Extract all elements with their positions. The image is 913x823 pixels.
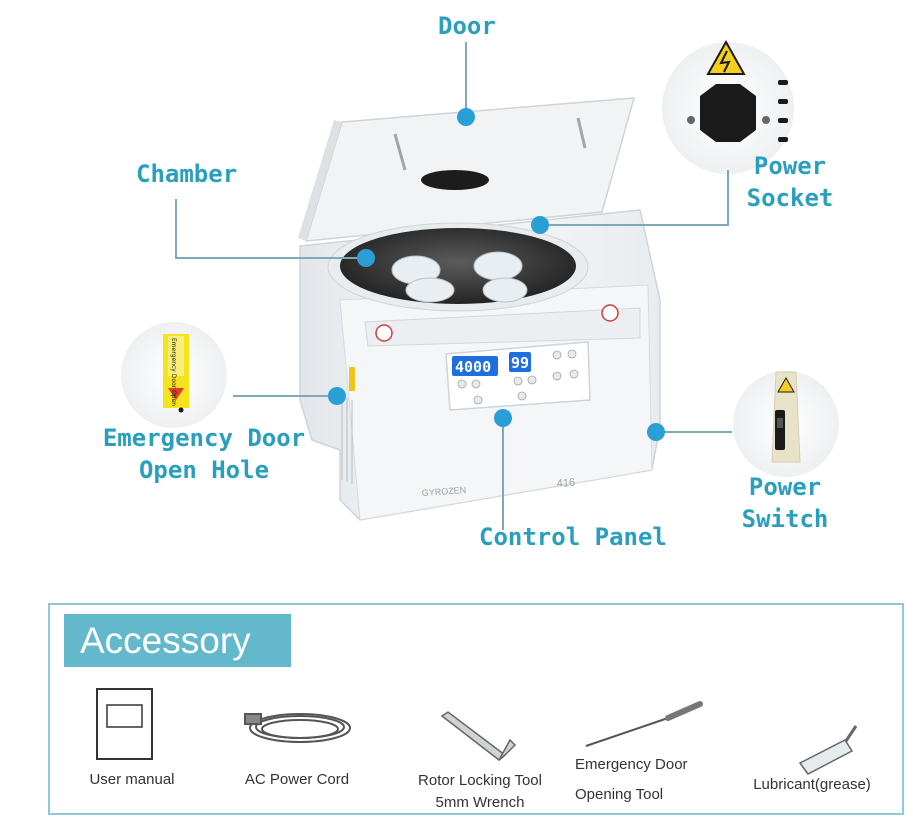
power-switch-label-line2: Switch [741, 505, 829, 533]
power-socket-label-line1: Power [753, 152, 827, 180]
grease-tube-icon [798, 725, 858, 775]
emergency-door-inset [121, 322, 227, 428]
power-socket-label-line2: Socket [746, 184, 834, 212]
wrench-icon [440, 711, 517, 761]
callout-dots [328, 108, 665, 441]
speed-display: 4000 [455, 358, 491, 376]
wrench-label: Rotor Locking Tool 5mm Wrench [395, 770, 565, 814]
power-switch-label-line1: Power [748, 473, 822, 501]
chamber-label: Chamber [136, 160, 238, 188]
brand-text: GYROZEN [421, 485, 466, 498]
power-cord-icon [244, 713, 351, 743]
model-text: 416 [556, 477, 575, 490]
power-socket-label: Power Socket [745, 150, 835, 214]
door-label: Door [438, 12, 496, 40]
control-panel-label: Control Panel [479, 523, 667, 551]
connector-lines [175, 42, 732, 530]
chamber [327, 222, 589, 312]
emergency-door-label: Emergency Door Open Hole [94, 422, 314, 486]
opening-tool-icon [585, 701, 703, 747]
accessory-title: Accessory [64, 614, 291, 667]
user-manual-label: User manual [89, 771, 175, 788]
power-switch-inset [733, 371, 839, 477]
wrench-label-line1: Rotor Locking Tool [418, 772, 542, 789]
control-panel [445, 341, 591, 411]
power-socket-inset [662, 39, 794, 174]
emergency-sticker-text: Emergency Door Open [170, 338, 177, 406]
time-display: 99 [511, 354, 529, 372]
grease-label: Lubricant(grease) [753, 776, 871, 793]
accessory-box [48, 603, 904, 815]
emergency-door-label-line1: Emergency Door [102, 424, 306, 452]
emergency-door-label-line2: Open Hole [138, 456, 270, 484]
wrench-label-line2: 5mm Wrench [435, 794, 525, 811]
user-manual-icon [96, 688, 153, 760]
power-cord-label: AC Power Cord [244, 771, 350, 788]
opening-tool-label: Emergency Door Opening Tool [575, 750, 725, 810]
door-lid [298, 97, 636, 242]
opening-tool-label-line2: Opening Tool [575, 786, 664, 803]
opening-tool-label-line1: Emergency Door [575, 756, 688, 773]
power-switch-label: Power Switch [740, 471, 830, 535]
